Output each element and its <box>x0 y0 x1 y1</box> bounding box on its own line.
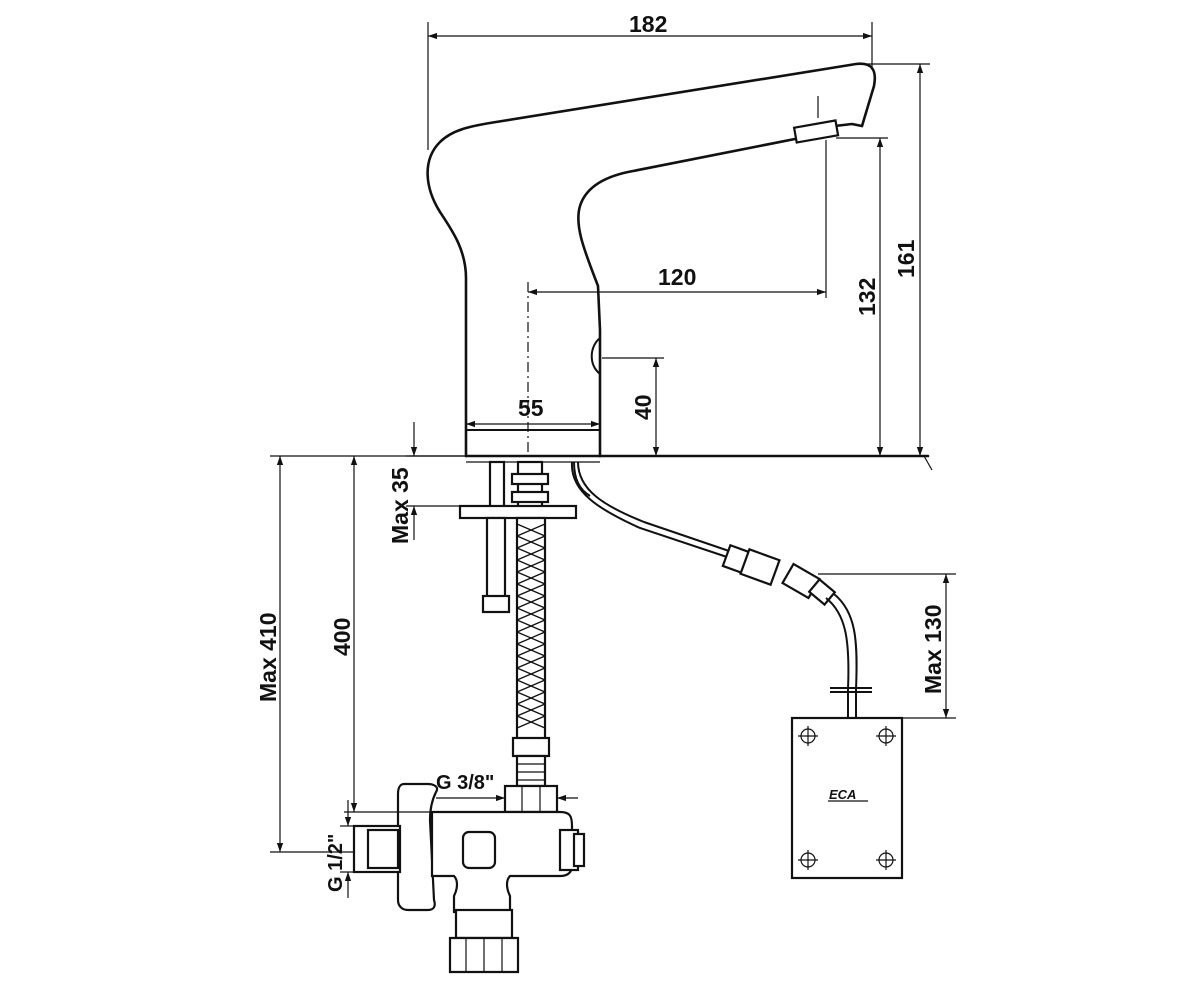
dimension-55: 55 <box>466 395 600 428</box>
overall-length-label: 182 <box>629 11 667 37</box>
faucet-body <box>426 62 930 463</box>
dimension-max35: Max 35 <box>387 422 466 544</box>
dimension-g38: G 3/8" <box>436 772 578 802</box>
hose-length-label: 400 <box>329 618 355 656</box>
max-total-length-label: Max 410 <box>255 612 281 702</box>
max-cable-drop-label: Max 130 <box>920 604 946 694</box>
hose-braid <box>516 523 546 729</box>
control-box: ECA <box>790 716 904 880</box>
brand-logo: ECA <box>829 787 856 802</box>
mounting-assembly <box>458 460 578 814</box>
sensor-height-label: 40 <box>630 394 656 420</box>
dimension-161: 161 <box>862 63 933 471</box>
dimension-132: 132 <box>836 137 888 456</box>
dimension-max130: Max 130 <box>818 573 956 719</box>
dimension-40: 40 <box>602 357 664 456</box>
outlet-thread-label: G 3/8" <box>436 772 494 794</box>
dimension-120: 120 <box>527 140 827 456</box>
spout-height-label: 132 <box>854 278 880 316</box>
max-deck-thickness-label: Max 35 <box>387 467 413 544</box>
inlet-thread-label: G 1/2" <box>325 834 347 892</box>
overall-height-label: 161 <box>893 239 919 278</box>
sensor-cable <box>570 461 872 724</box>
dimension-g12: G 1/2" <box>325 800 354 898</box>
base-diameter-label: 55 <box>518 395 544 421</box>
dimension-max410: Max 410 <box>255 455 354 853</box>
dimension-182: 182 <box>427 11 873 150</box>
screw-holes <box>798 726 896 870</box>
dimension-400: 400 <box>329 455 466 813</box>
mixing-valve <box>352 782 586 974</box>
spout-reach-label: 120 <box>658 264 696 290</box>
